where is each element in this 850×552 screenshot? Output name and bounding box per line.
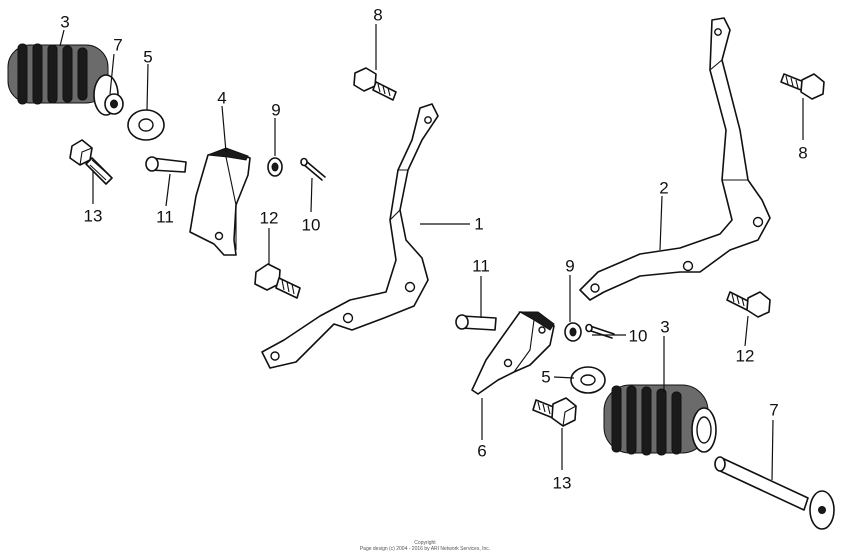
bolt-right[interactable] <box>532 397 577 427</box>
leader-lines <box>59 24 804 481</box>
bolt-12-left[interactable] <box>254 263 301 299</box>
callout-part-12-right: 12 <box>735 346 755 366</box>
bolt-top[interactable] <box>353 67 397 101</box>
callout-part-6: 6 <box>477 441 487 461</box>
cotter-pin-left[interactable] <box>300 157 326 181</box>
callout-part-5-right: 5 <box>541 367 551 387</box>
callout-part-10-right: 10 <box>628 326 648 346</box>
washer-small-left[interactable] <box>267 157 283 177</box>
bolt-right-top[interactable] <box>780 73 825 100</box>
footpeg-bracket-plate-left[interactable] <box>261 103 439 369</box>
copyright-footer: Copyright Page design (c) 2004 - 2016 by… <box>0 540 850 552</box>
callout-part-3-right: 3 <box>660 317 670 337</box>
footpeg-rubber-right[interactable] <box>603 384 717 456</box>
washer-small-right[interactable] <box>564 322 582 342</box>
footpeg-pin-right[interactable] <box>714 456 835 530</box>
bolt-12-right[interactable] <box>726 291 771 318</box>
pin-left[interactable] <box>145 156 187 173</box>
callout-part-10: 10 <box>301 215 321 235</box>
bolt-left[interactable] <box>69 139 113 185</box>
footpeg-bracket-left[interactable] <box>189 147 251 256</box>
callout-part-2: 2 <box>659 178 669 198</box>
pin-right[interactable] <box>455 314 497 331</box>
callout-part-9: 9 <box>271 100 281 120</box>
callout-part-11-right: 11 <box>472 256 490 276</box>
footpeg-rubber-left[interactable] <box>7 43 124 116</box>
callout-part-4: 4 <box>217 88 227 108</box>
callout-part-5: 5 <box>143 47 153 67</box>
callout-part-13-right: 13 <box>552 473 572 493</box>
cotter-pin-right[interactable] <box>585 323 615 339</box>
callout-part-11: 11 <box>156 207 174 227</box>
callout-part-7: 7 <box>113 35 123 55</box>
callout-part-1: 1 <box>474 214 484 234</box>
callout-part-7-right: 7 <box>769 400 779 420</box>
callout-part-3: 3 <box>60 12 70 32</box>
washer-right[interactable] <box>570 366 606 394</box>
washer-left[interactable] <box>127 109 165 141</box>
copyright-line: Copyright <box>414 540 436 546</box>
callout-part-12: 12 <box>259 208 279 228</box>
callout-part-9-right: 9 <box>565 256 575 276</box>
footpeg-bracket-plate-right[interactable] <box>579 17 771 301</box>
callout-part-13: 13 <box>83 206 103 226</box>
copyright-notice: Page design (c) 2004 - 2016 by ARI Netwo… <box>359 546 491 552</box>
callout-part-8: 8 <box>373 5 383 25</box>
footpeg-bracket-right[interactable] <box>471 311 555 395</box>
callout-part-8-right: 8 <box>798 143 808 163</box>
